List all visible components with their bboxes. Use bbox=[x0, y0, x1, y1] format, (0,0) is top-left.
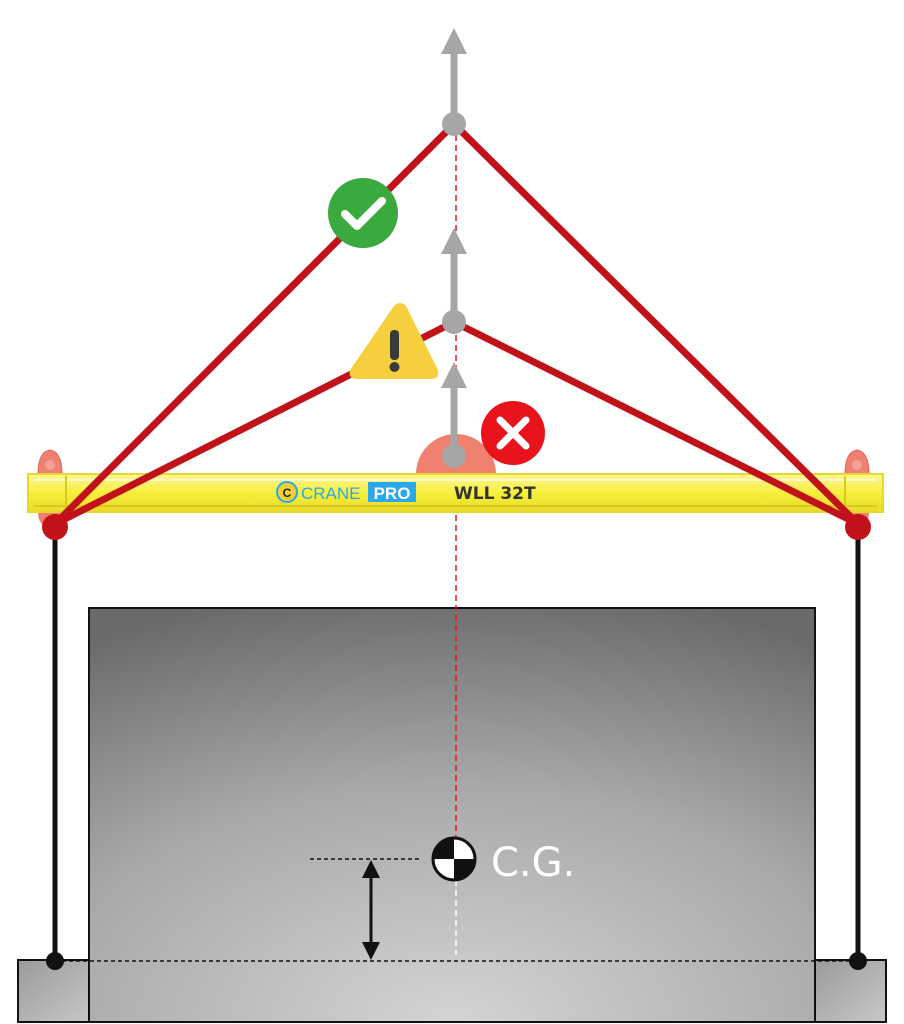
lift-arrow-mid bbox=[441, 228, 467, 322]
left-support-block bbox=[17, 959, 95, 1023]
left-sling-connection bbox=[42, 514, 68, 540]
brand-pro-background bbox=[368, 482, 416, 502]
cg-label: C.G. bbox=[491, 840, 575, 886]
left-bottom-connection bbox=[46, 952, 64, 970]
lift-arrow-high bbox=[441, 28, 467, 124]
crane-pro-logo-icon bbox=[276, 481, 298, 503]
right-bottom-connection bbox=[849, 952, 867, 970]
close-icon bbox=[481, 401, 545, 465]
pivot-mid bbox=[442, 310, 466, 334]
check-icon bbox=[328, 178, 398, 248]
crane-pro-logo: C CRANE PRO bbox=[276, 481, 416, 503]
load-box bbox=[88, 607, 816, 1023]
right-sling-connection bbox=[845, 514, 871, 540]
warning-icon bbox=[349, 303, 439, 379]
right-support-block bbox=[813, 959, 887, 1023]
spreader-beam bbox=[27, 473, 884, 513]
brand-crane-text: CRANE bbox=[301, 484, 361, 503]
wll-label: WLL 32T bbox=[454, 484, 536, 504]
pivot-high bbox=[442, 112, 466, 136]
crane-pro-logo-letter: C bbox=[283, 486, 292, 500]
brand-pro-text: PRO bbox=[374, 484, 411, 503]
pivot-low bbox=[442, 444, 466, 468]
center-of-gravity-symbol bbox=[431, 836, 477, 882]
cg-height-dimension-arrow bbox=[362, 860, 380, 960]
